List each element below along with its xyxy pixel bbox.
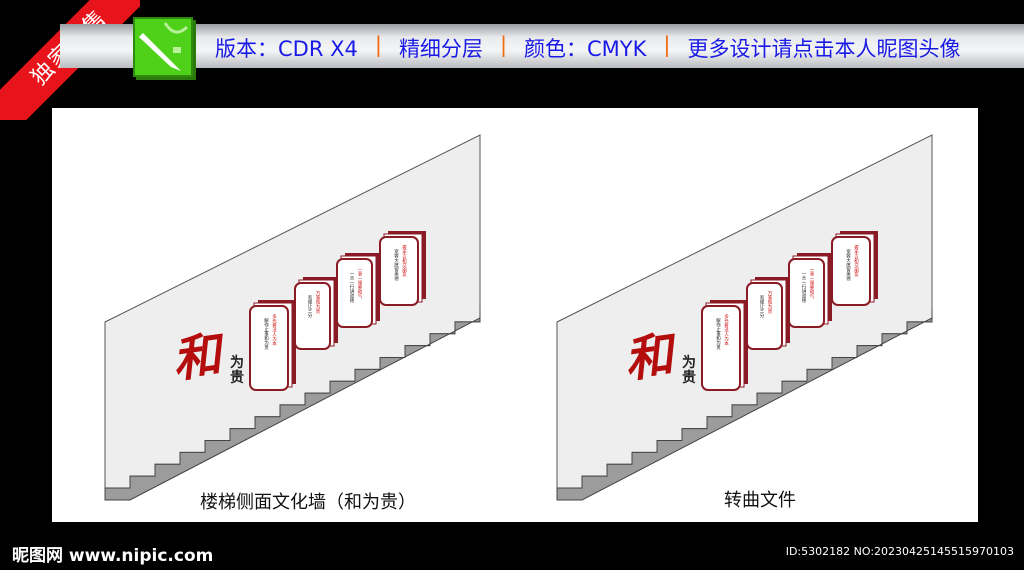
image-id: ID:5302182 NO:20230425145515970103 bbox=[785, 545, 1014, 558]
stairs bbox=[104, 310, 481, 501]
frame-black-text: 宽容大度留美德 bbox=[394, 248, 399, 282]
info-bar bbox=[60, 24, 1024, 68]
version-info: 版本：CDR X4 bbox=[215, 37, 358, 61]
stair-wall-left: 多元看法人为本解你止事和为贵万事和为贵有理让三分一事一理要和气一言一行讲道德握手… bbox=[104, 134, 481, 501]
frame-red-text: 万事和为贵 bbox=[315, 291, 320, 315]
frame-black-text: 解你止事和为贵 bbox=[264, 317, 269, 351]
frame-red-text: 握手言和交朋友 bbox=[854, 244, 859, 278]
frame-black-text: 宽容大度留美德 bbox=[846, 248, 851, 282]
frame-red-text: 多元看法人为本 bbox=[724, 313, 729, 347]
he-calligraphy: 和 bbox=[169, 326, 225, 390]
weigui-text: 为贵 bbox=[682, 355, 696, 386]
he-calligraphy: 和 bbox=[621, 326, 677, 390]
site-watermark: 昵图网 www.nipic.com bbox=[12, 546, 214, 566]
frame-black-text: 有理让三分 bbox=[759, 294, 764, 319]
frame-red-text: 一事一理要和气 bbox=[809, 267, 814, 299]
info-bar-text: 版本：CDR X4 | 精细分层 | 颜色：CMYK | 更多设计请点击本人昵图头像 bbox=[215, 33, 960, 63]
frame-black-text: 一言一行讲道德 bbox=[801, 271, 806, 304]
weigui-text: 为贵 bbox=[230, 355, 244, 386]
frame-red-text: 握手言和交朋友 bbox=[402, 244, 407, 278]
color-info: 颜色：CMYK bbox=[524, 37, 647, 61]
stair-wall-right: 多元看法人为本解你止事和为贵万事和为贵有理让三分一事一理要和气一言一行讲道德握手… bbox=[556, 134, 933, 501]
caption-left: 楼梯侧面文化墙（和为贵） bbox=[200, 492, 416, 513]
frame-red-text: 一事一理要和气 bbox=[357, 267, 362, 299]
frame-black-text: 解你止事和为贵 bbox=[716, 317, 721, 351]
more-designs-link[interactable]: 更多设计请点击本人昵图头像 bbox=[687, 37, 961, 61]
frame-black-text: 有理让三分 bbox=[307, 294, 312, 319]
stairs bbox=[556, 310, 933, 501]
frame-red-text: 多元看法人为本 bbox=[272, 313, 277, 347]
separator: | bbox=[499, 33, 508, 57]
frame-black-text: 一言一行讲道德 bbox=[349, 271, 354, 304]
caption-right: 转曲文件 bbox=[724, 490, 796, 511]
frame-red-text: 万事和为贵 bbox=[767, 291, 772, 315]
layer-info: 精细分层 bbox=[398, 37, 483, 61]
separator: | bbox=[374, 33, 382, 57]
separator: | bbox=[663, 33, 671, 57]
coreldraw-logo-icon bbox=[133, 17, 193, 77]
